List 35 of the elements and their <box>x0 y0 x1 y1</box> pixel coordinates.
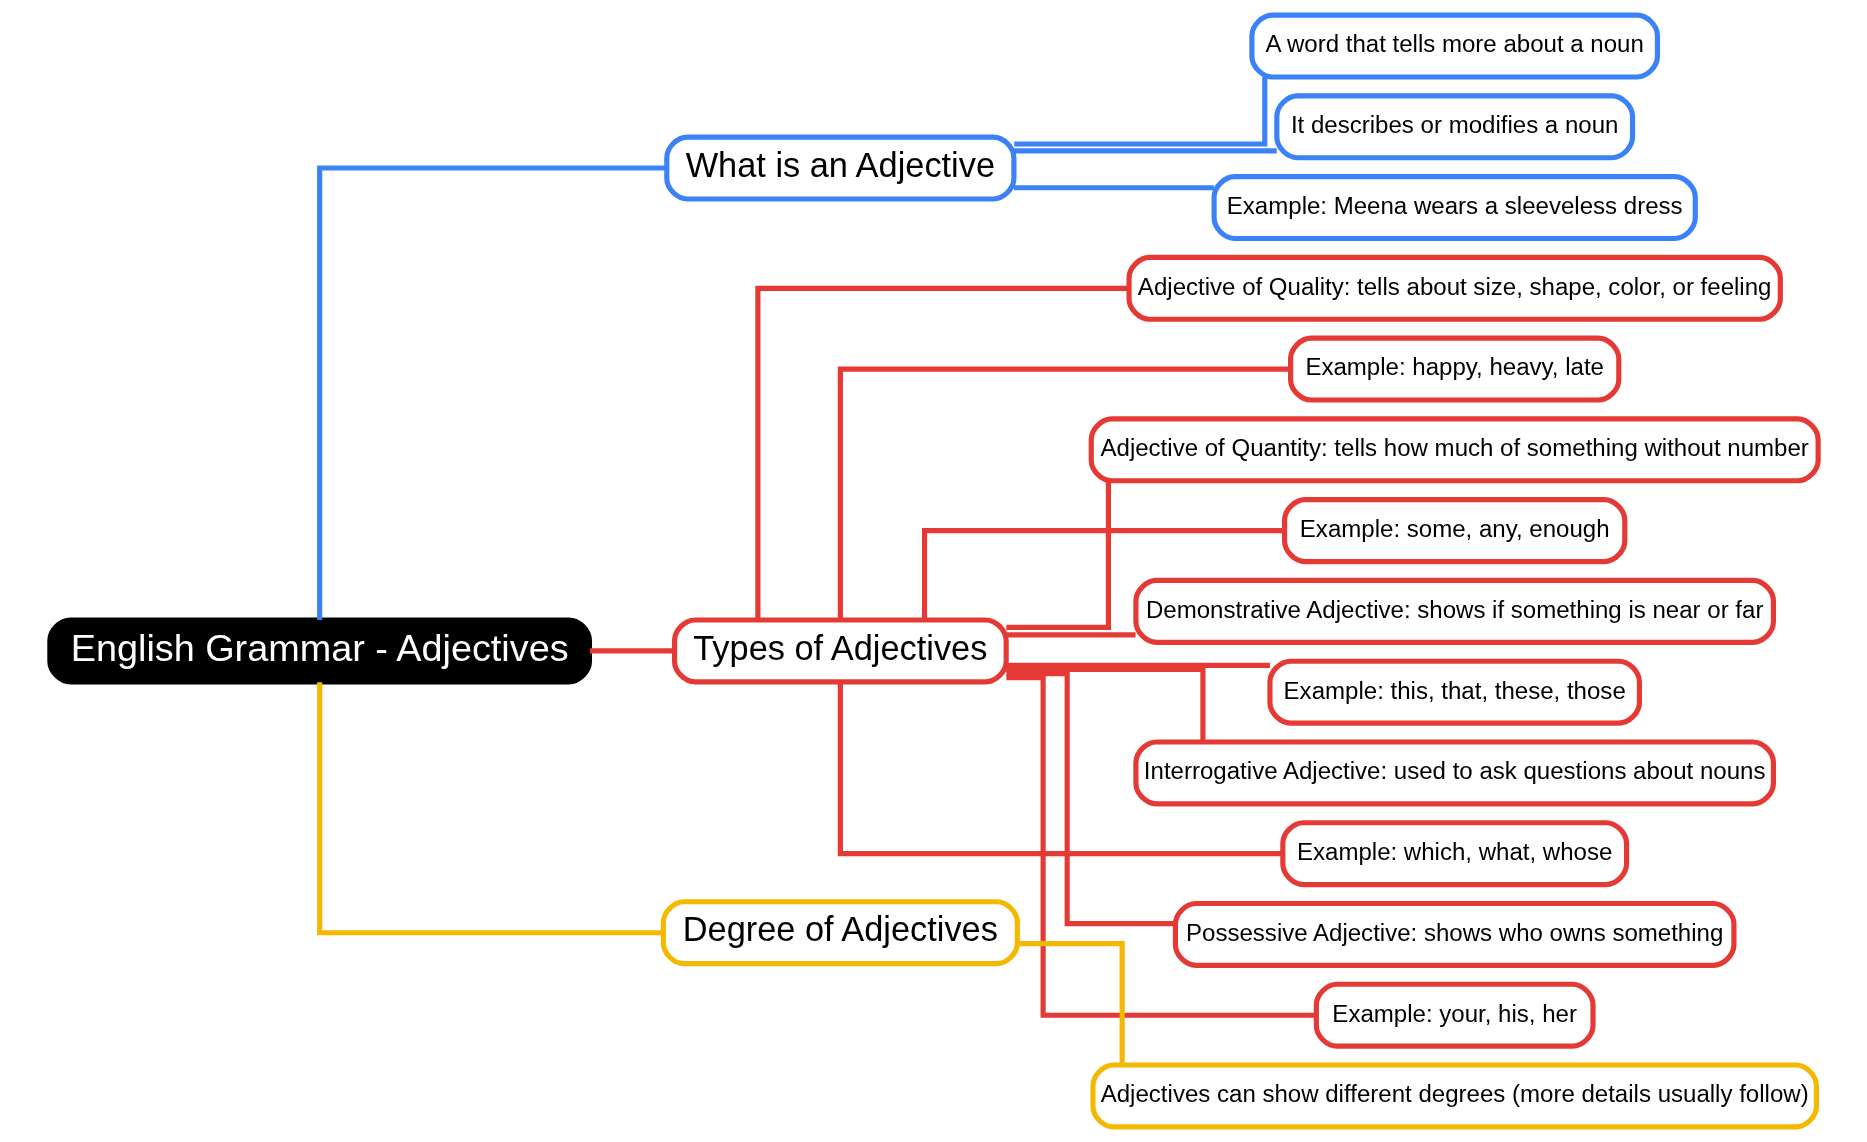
node-box: Types of Adjectives <box>671 617 1009 685</box>
connector <box>1006 662 1270 668</box>
connector <box>316 165 666 620</box>
node-box: Example: Meena wears a sleeveless dress <box>1211 174 1698 242</box>
node-box: Demonstrative Adjective: shows if something is near or far <box>1132 577 1776 645</box>
connector <box>1005 666 1205 742</box>
node-box: Example: some, any, enough <box>1281 497 1627 565</box>
node-box: Interrogative Adjective: used to ask questions about nouns <box>1132 739 1776 807</box>
connector <box>754 285 1129 620</box>
node-box: Possessive Adjective: shows who owns something <box>1172 900 1736 968</box>
connector <box>837 366 1290 620</box>
node-box: Example: this, that, these, those <box>1266 658 1642 726</box>
node-box: Example: your, his, her <box>1313 981 1596 1049</box>
connector <box>1005 675 1316 1018</box>
connector <box>316 682 663 936</box>
connector <box>837 682 1283 857</box>
node-box: A word that tells more about a noun <box>1248 12 1660 80</box>
connector <box>1013 148 1277 154</box>
node-box: Adjective of Quantity: tells how much of something without number <box>1088 416 1821 484</box>
node-box: Adjective of Quality: tells about size, shape, color, or feeling <box>1125 254 1783 322</box>
connector <box>1005 671 1175 927</box>
node-box: Example: which, what, whose <box>1279 820 1629 888</box>
connector <box>1013 77 1267 147</box>
connector <box>1006 632 1136 638</box>
connector <box>1005 481 1111 630</box>
connector <box>589 648 674 654</box>
node-box: Example: happy, heavy, late <box>1287 335 1621 403</box>
node-box: Adjectives can show different degrees (more details usually follow) <box>1089 1062 1819 1130</box>
node-box: English Grammar - Adjectives <box>46 617 592 685</box>
node-box: It describes or modifies a noun <box>1273 93 1635 161</box>
connector <box>921 528 1284 620</box>
node-box: What is an Adjective <box>663 134 1016 202</box>
node-box: Degree of Adjectives <box>660 899 1020 967</box>
connector <box>1013 185 1214 191</box>
connector <box>1017 941 1125 1065</box>
